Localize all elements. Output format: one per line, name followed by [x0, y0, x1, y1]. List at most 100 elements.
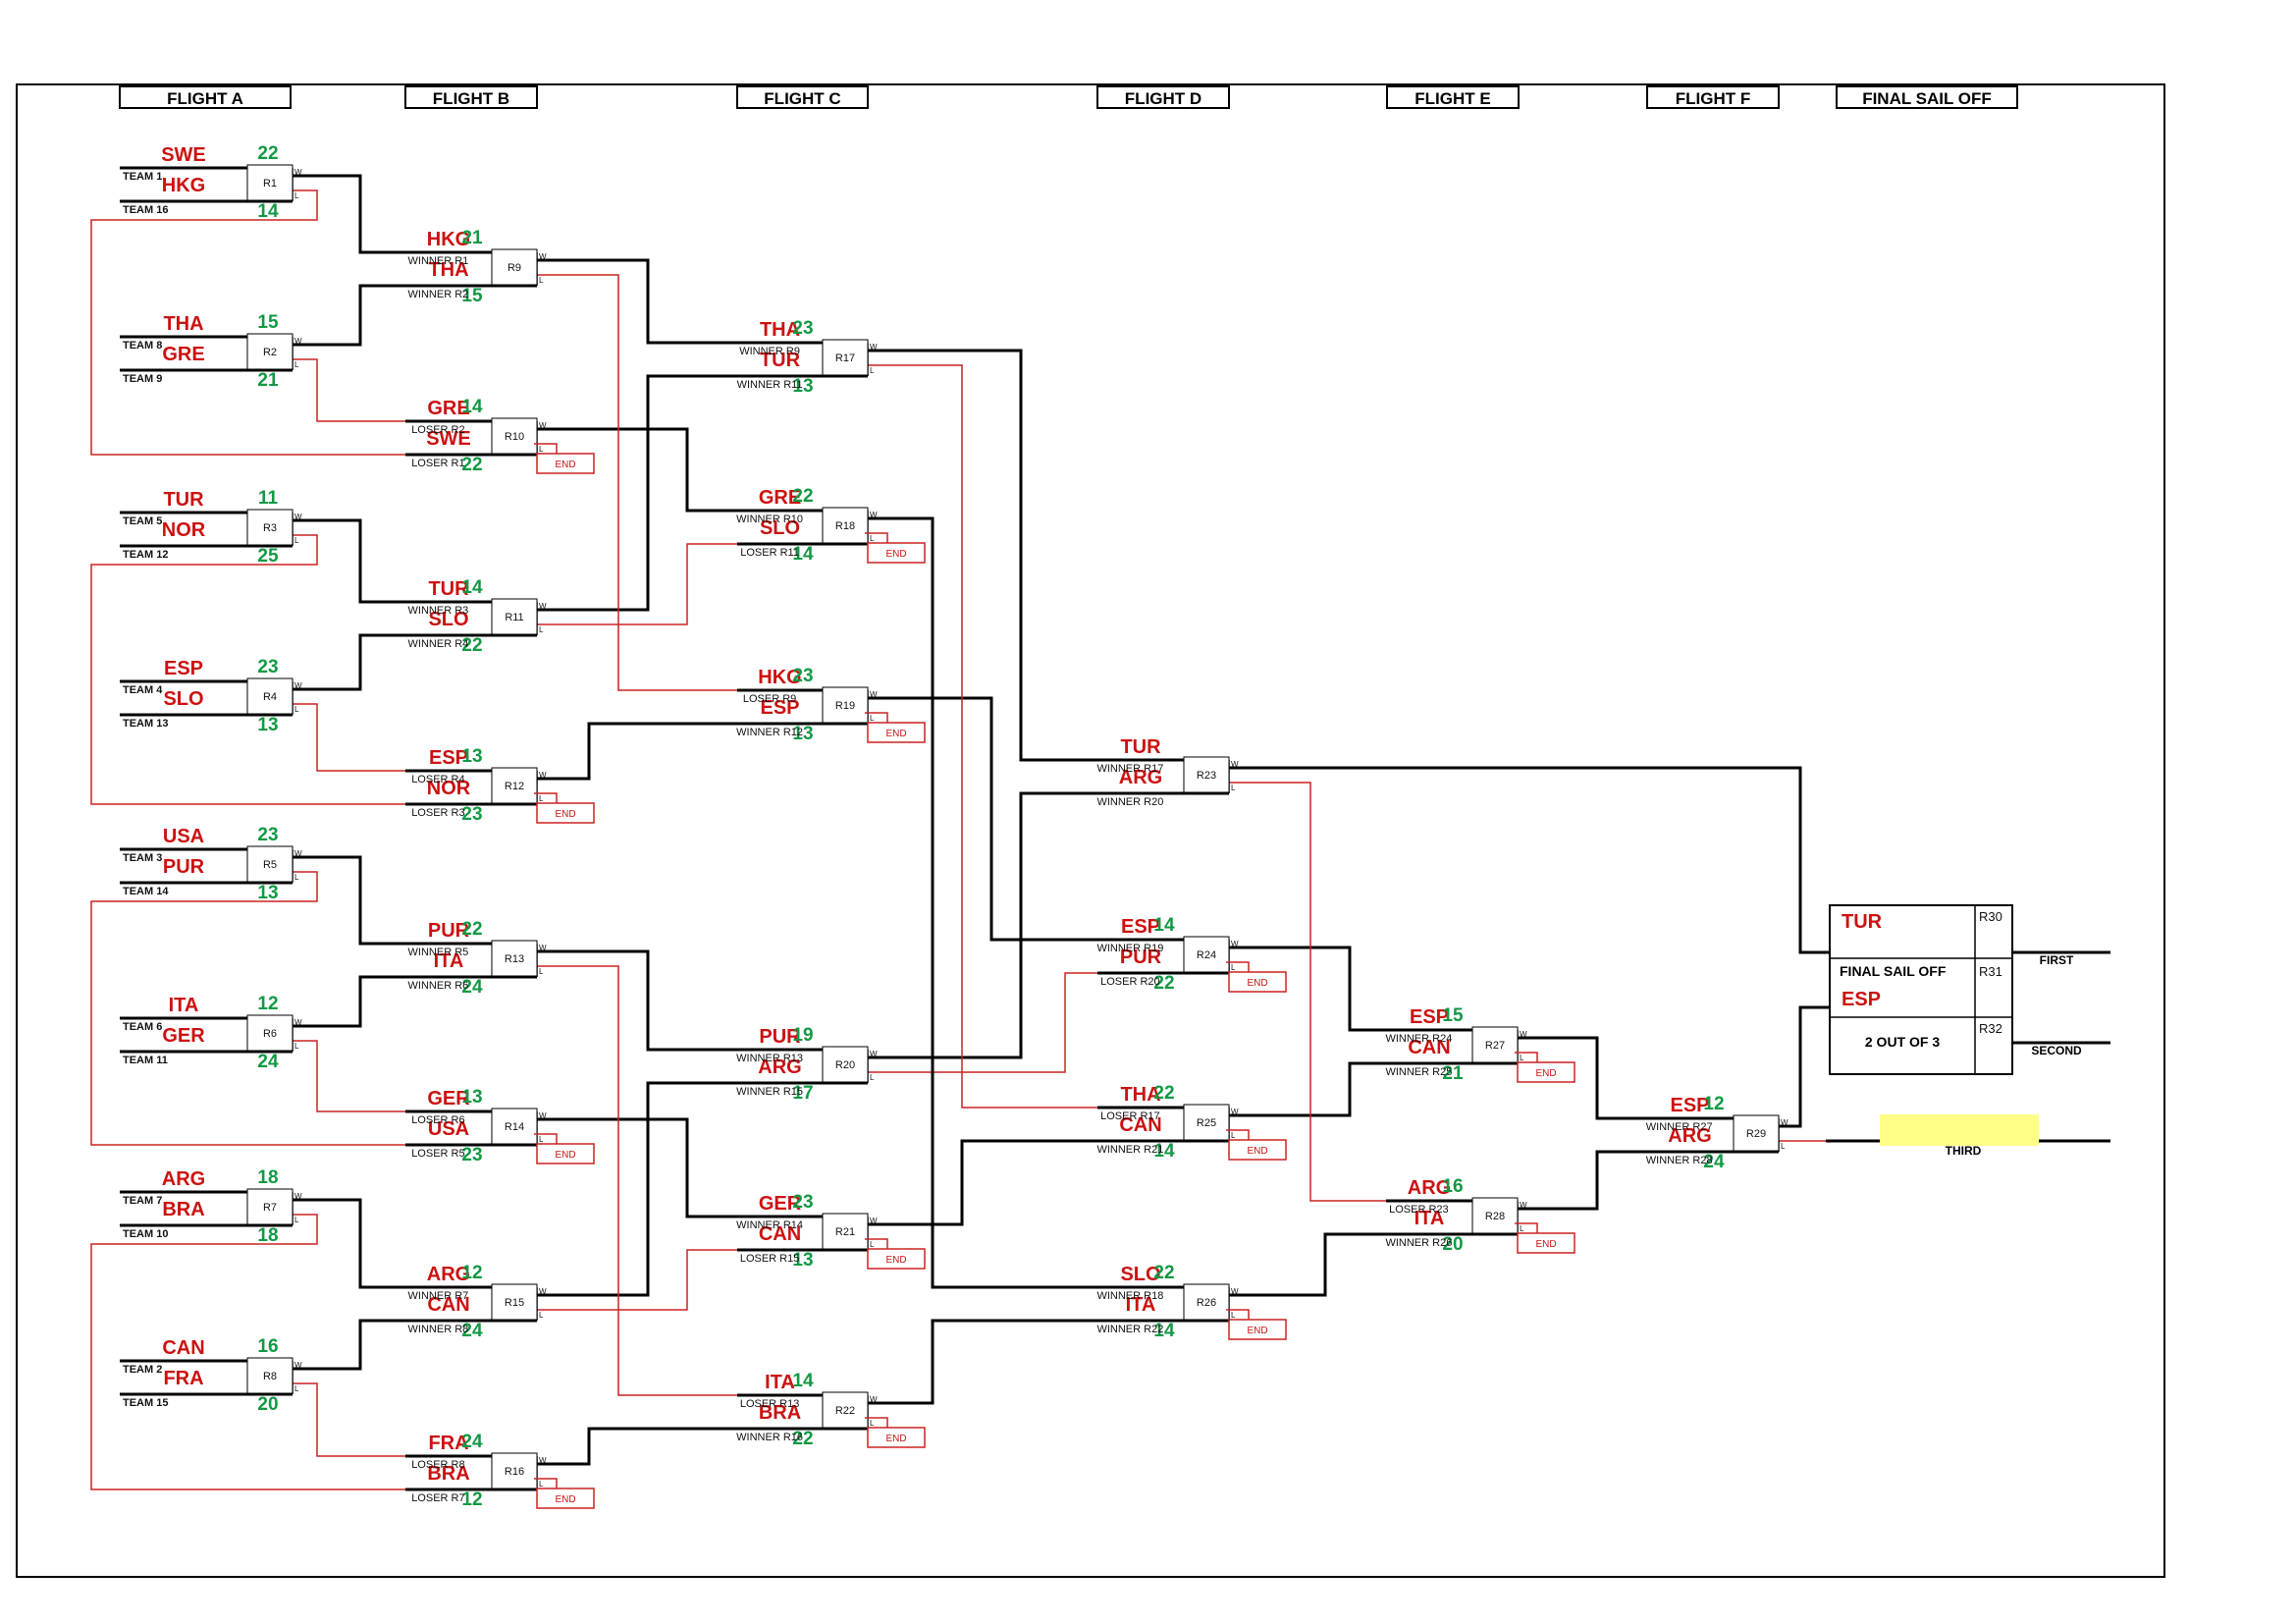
- team-top-name: TUR: [428, 578, 469, 600]
- team-bottom-score: 15: [461, 286, 483, 306]
- team-top-source: LOSER R4: [411, 774, 464, 785]
- winner-path-line: [537, 1427, 737, 1466]
- lose-marker: L: [294, 360, 299, 369]
- race-box: [246, 1188, 294, 1225]
- team-top-score: 23: [792, 318, 813, 339]
- end-label: END: [1535, 1239, 1556, 1250]
- team-bottom-name: THA: [428, 259, 468, 281]
- flight-header-label: FLIGHT D: [1125, 89, 1201, 108]
- loser-to-end-line: [1226, 1129, 1250, 1140]
- team-bottom-name: GRE: [162, 344, 204, 365]
- team-top-score: 13: [461, 1087, 482, 1108]
- team-bottom-seed: TEAM 15: [123, 1397, 168, 1409]
- race-label: R29: [1746, 1128, 1766, 1140]
- win-marker: W: [870, 511, 878, 519]
- team-bottom-seed: TEAM 13: [123, 718, 168, 730]
- winner-path-line: [1229, 1061, 1386, 1117]
- team-top-source: WINNER R19: [1096, 943, 1163, 954]
- team-bottom-source: WINNER R11: [737, 379, 803, 391]
- team-top-name: CAN: [162, 1337, 204, 1359]
- team-bottom-score: 23: [461, 804, 482, 825]
- team-top-name: ARG: [427, 1264, 470, 1285]
- loser-to-end-line: [865, 1417, 888, 1428]
- winner-path-line: [537, 258, 737, 345]
- race-label: R24: [1197, 949, 1216, 961]
- team-top-name: SLO: [1120, 1264, 1160, 1285]
- team-bottom-name: PUR: [1120, 947, 1162, 968]
- team-bottom-source: WINNER R6: [408, 980, 469, 992]
- end-label: END: [1247, 978, 1267, 989]
- loser-path-line: [537, 543, 737, 625]
- lose-marker: L: [539, 625, 544, 634]
- team-top-name: GER: [427, 1088, 470, 1110]
- end-label: END: [1535, 1068, 1556, 1079]
- win-marker: W: [539, 1111, 547, 1120]
- end-label: END: [885, 729, 906, 739]
- win-marker: W: [294, 337, 302, 346]
- team-top-source: WINNER R24: [1385, 1033, 1452, 1045]
- team-bottom-source: LOSER R7: [411, 1492, 464, 1504]
- lose-marker: L: [1231, 963, 1236, 972]
- third-place-label: THIRD: [1946, 1144, 1982, 1158]
- winner-path-line: [1229, 946, 1386, 1032]
- race-label: R17: [835, 352, 855, 364]
- team-bottom-source: WINNER R8: [408, 1324, 469, 1335]
- loser-to-end-line: [1226, 1309, 1250, 1320]
- race-label: R2: [263, 347, 277, 358]
- team-top-score: 16: [257, 1336, 278, 1357]
- team-top-name: THA: [163, 313, 203, 335]
- winner-path-line: [1518, 1150, 1646, 1211]
- lose-marker: L: [1231, 784, 1236, 792]
- team-bottom-score: 13: [792, 724, 813, 744]
- team-top-seed: TEAM 4: [123, 684, 163, 696]
- winner-path-line: [537, 1117, 737, 1218]
- team-top-source: LOSER R9: [743, 693, 796, 705]
- team-bottom-name: CAN: [1119, 1114, 1161, 1136]
- lose-marker: L: [870, 714, 875, 723]
- team-bottom-name: CAN: [759, 1223, 801, 1245]
- lose-marker: L: [539, 794, 544, 803]
- race-box: [822, 507, 869, 544]
- win-marker: W: [870, 1050, 878, 1058]
- lose-marker: L: [1231, 1311, 1236, 1320]
- team-top-score: 11: [258, 488, 279, 509]
- lose-marker: L: [294, 705, 299, 714]
- race-label: R10: [505, 431, 524, 443]
- loser-to-end-line: [534, 443, 558, 454]
- team-bottom-score: 17: [792, 1083, 813, 1104]
- team-top-seed: TEAM 3: [123, 852, 162, 864]
- loser-path-line: [293, 703, 405, 772]
- winner-path-line: [537, 722, 737, 781]
- team-bottom-score: 14: [1153, 1321, 1175, 1341]
- lose-marker: L: [294, 191, 299, 200]
- team-bottom-name: BRA: [162, 1199, 204, 1220]
- team-top-source: LOSER R13: [740, 1398, 800, 1410]
- race-box: [491, 248, 538, 286]
- final-box: [1829, 904, 2013, 1075]
- loser-to-end-line: [865, 1238, 888, 1249]
- team-bottom-name: SLO: [760, 517, 800, 539]
- team-top-score: 21: [461, 228, 483, 248]
- end-label: END: [555, 1150, 575, 1161]
- end-label: END: [885, 1434, 906, 1444]
- team-bottom-source: LOSER R1: [411, 458, 464, 469]
- final-team-bottom: ESP: [1842, 989, 1881, 1010]
- race-label: R12: [505, 781, 524, 792]
- team-top-score: 22: [1153, 1263, 1174, 1283]
- win-marker: W: [870, 1395, 878, 1404]
- winner-path-line: [537, 949, 737, 1052]
- race-box: [822, 1391, 869, 1429]
- team-top-score: 18: [257, 1167, 278, 1188]
- team-top-name: THA: [760, 319, 800, 341]
- winner-path-line: [868, 1319, 1097, 1405]
